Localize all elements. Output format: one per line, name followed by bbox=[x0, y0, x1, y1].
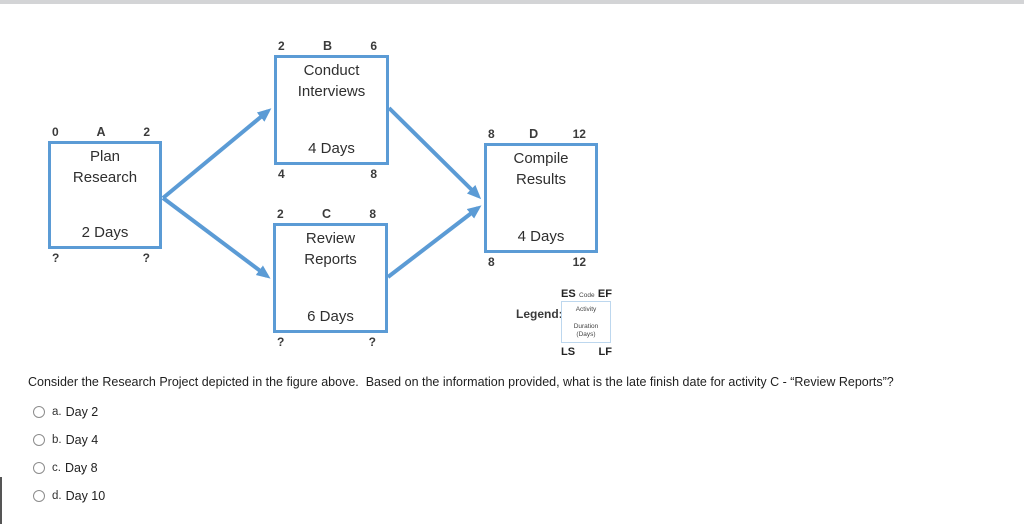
legend-sample-box: Activity Duration (Days) bbox=[561, 301, 611, 343]
left-edge-mark bbox=[0, 477, 2, 524]
radio-button-icon[interactable] bbox=[33, 406, 45, 418]
legend: Legend: ES Code EF Activity Duration (Da… bbox=[516, 288, 626, 360]
option-d-label: Day 10 bbox=[65, 489, 106, 503]
node-d-ef-label: 12 bbox=[572, 127, 586, 141]
legend-es-label: ES bbox=[561, 288, 576, 300]
option-b-letter: b. bbox=[52, 434, 62, 446]
node-c-name: Review Reports bbox=[276, 228, 385, 270]
node-b-ef-label: 6 bbox=[370, 39, 377, 53]
option-c[interactable]: c. Day 8 bbox=[33, 454, 105, 482]
node-c-lf-label: ? bbox=[368, 335, 376, 349]
radio-button-icon[interactable] bbox=[33, 490, 45, 502]
node-b-code-label: B bbox=[322, 39, 333, 53]
node-a-ef-label: 2 bbox=[143, 125, 150, 139]
node-a-bottom-row: ? ? bbox=[48, 251, 162, 267]
activity-node-d: 8 D 12 Compile Results 4 Days 8 12 bbox=[484, 127, 598, 271]
node-c-name-line2: Reports bbox=[304, 251, 357, 268]
option-c-letter: c. bbox=[52, 462, 61, 474]
option-a-label: Day 2 bbox=[65, 405, 99, 419]
legend-ls-label: LS bbox=[561, 346, 576, 358]
node-a-top-row: 0 A 2 bbox=[48, 125, 162, 141]
radio-button-icon[interactable] bbox=[33, 462, 45, 474]
legend-duration-line1: Duration bbox=[573, 323, 599, 330]
node-c-code-label: C bbox=[321, 207, 332, 221]
node-b-bottom-row: 4 8 bbox=[274, 167, 389, 183]
node-d-lf-label: 12 bbox=[572, 255, 586, 269]
node-d-code-label: D bbox=[529, 127, 539, 141]
node-a-name: Plan Research bbox=[51, 146, 159, 188]
node-d-name-line2: Results bbox=[515, 171, 567, 188]
option-d[interactable]: d. Day 10 bbox=[33, 482, 105, 510]
node-a-box: Plan Research 2 Days bbox=[48, 141, 162, 249]
arrow-b-to-d bbox=[387, 106, 482, 200]
option-b-label: Day 4 bbox=[65, 433, 99, 447]
legend-ef-label: EF bbox=[597, 288, 612, 300]
option-a[interactable]: a. Day 2 bbox=[33, 398, 105, 426]
node-c-ls-label: ? bbox=[277, 335, 285, 349]
node-b-es-label: 2 bbox=[278, 39, 285, 53]
node-d-ls-label: 8 bbox=[488, 255, 495, 269]
top-divider bbox=[0, 0, 1024, 4]
node-b-box: Conduct Interviews 4 Days bbox=[274, 55, 389, 165]
legend-activity-label: Activity bbox=[575, 306, 597, 313]
legend-label: Legend: bbox=[516, 307, 563, 321]
node-c-es-label: 2 bbox=[277, 207, 284, 221]
arrow-a-to-b bbox=[161, 108, 272, 200]
activity-node-c: 2 C 8 Review Reports 6 Days ? ? bbox=[273, 207, 388, 351]
node-b-top-row: 2 B 6 bbox=[274, 39, 389, 55]
option-d-letter: d. bbox=[52, 490, 62, 502]
node-b-name: Conduct Interviews bbox=[277, 60, 386, 102]
legend-duration-label: Duration (Days) bbox=[562, 323, 610, 339]
node-d-es-label: 8 bbox=[488, 127, 495, 141]
node-c-duration: 6 Days bbox=[307, 308, 354, 325]
node-a-ls-label: ? bbox=[52, 251, 60, 265]
node-c-name-line1: Review bbox=[305, 230, 356, 247]
node-d-bottom-row: 8 12 bbox=[484, 255, 598, 271]
node-a-duration: 2 Days bbox=[81, 224, 129, 241]
node-b-name-line1: Conduct bbox=[303, 62, 360, 79]
option-c-label: Day 8 bbox=[64, 461, 98, 475]
node-b-name-line2: Interviews bbox=[297, 83, 366, 100]
node-d-box: Compile Results 4 Days bbox=[484, 143, 598, 253]
radio-button-icon[interactable] bbox=[33, 434, 45, 446]
node-a-es-label: 0 bbox=[52, 125, 59, 139]
node-b-duration: 4 Days bbox=[308, 140, 355, 157]
node-d-name-line1: Compile bbox=[513, 150, 569, 167]
legend-duration-line2: (Days) bbox=[576, 331, 596, 338]
node-c-ef-label: 8 bbox=[369, 207, 376, 221]
legend-code-label: Code bbox=[579, 292, 595, 299]
node-c-bottom-row: ? ? bbox=[273, 335, 388, 351]
legend-header-row: ES Code EF bbox=[561, 288, 612, 300]
arrow-c-to-d bbox=[386, 205, 482, 279]
node-a-name-line1: Plan bbox=[89, 148, 121, 165]
activity-node-a: 0 A 2 Plan Research 2 Days ? ? bbox=[48, 125, 162, 267]
node-d-name: Compile Results bbox=[487, 148, 595, 190]
node-a-name-line2: Research bbox=[72, 169, 138, 186]
node-d-top-row: 8 D 12 bbox=[484, 127, 598, 143]
node-b-ls-label: 4 bbox=[278, 167, 285, 181]
legend-footer-row: LS LF bbox=[561, 346, 612, 358]
arrow-a-to-c bbox=[161, 196, 271, 279]
activity-node-b: 2 B 6 Conduct Interviews 4 Days 4 8 bbox=[274, 39, 389, 183]
node-a-lf-label: ? bbox=[142, 251, 150, 265]
legend-lf-label: LF bbox=[598, 346, 612, 358]
option-b[interactable]: b. Day 4 bbox=[33, 426, 105, 454]
node-c-box: Review Reports 6 Days bbox=[273, 223, 388, 333]
node-d-duration: 4 Days bbox=[517, 228, 565, 245]
question-text: Consider the Research Project depicted i… bbox=[28, 375, 894, 389]
node-b-lf-label: 8 bbox=[370, 167, 377, 181]
node-a-code-label: A bbox=[96, 125, 106, 139]
answer-options: a. Day 2 b. Day 4 c. Day 8 d. Day 10 bbox=[33, 398, 105, 510]
option-a-letter: a. bbox=[52, 406, 62, 418]
node-c-top-row: 2 C 8 bbox=[273, 207, 388, 223]
